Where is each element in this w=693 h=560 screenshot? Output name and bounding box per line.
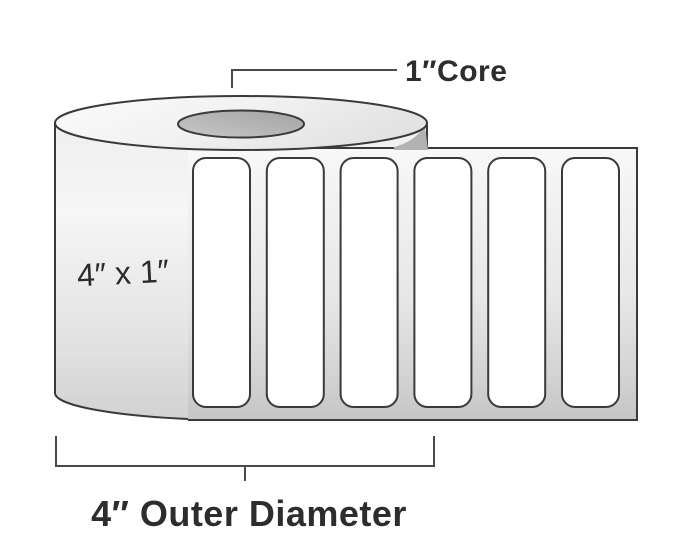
blank-label <box>265 157 325 408</box>
label-size-text: 4″ x 1″ <box>76 253 170 294</box>
core-size-label: 1″Core <box>405 55 507 88</box>
outer-diameter-bracket <box>55 436 435 467</box>
roll-side-shadow <box>394 126 428 150</box>
roll-core <box>177 109 305 139</box>
blank-label <box>192 157 251 408</box>
blank-label <box>413 157 473 408</box>
blank-label <box>339 157 399 408</box>
label-row <box>192 157 620 408</box>
blank-label <box>561 157 620 408</box>
core-leader-line <box>231 69 397 88</box>
outer-diameter-label: 4″ Outer Diameter <box>91 493 407 534</box>
blank-label <box>487 157 547 408</box>
